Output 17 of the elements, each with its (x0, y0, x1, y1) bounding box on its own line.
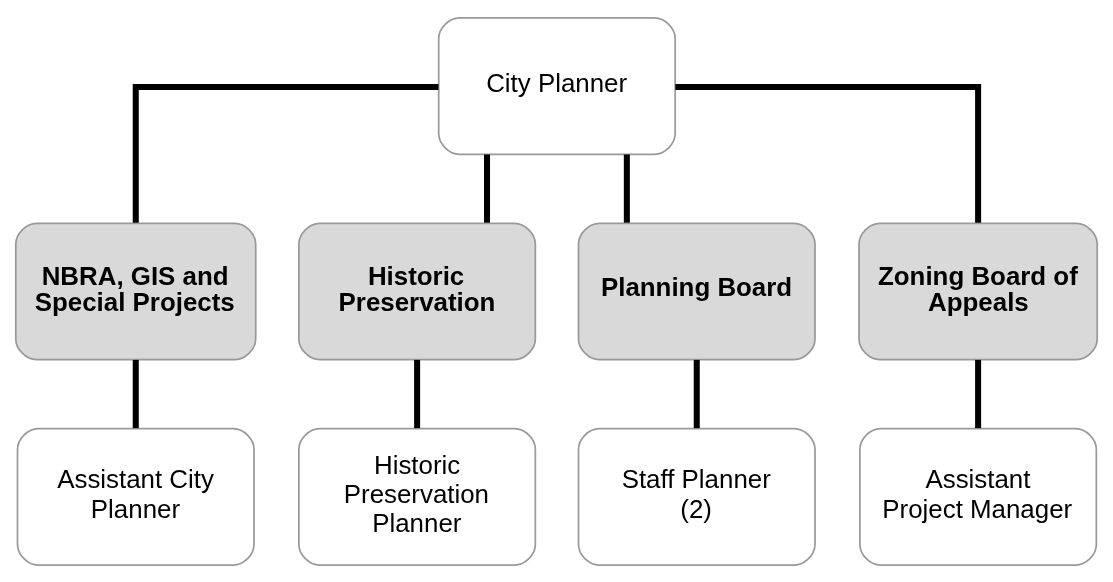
node-box: Historic Preservation Planner (298, 427, 537, 566)
connector (132, 83, 439, 223)
connector (414, 359, 421, 428)
node-box: Historic Preservation (298, 221, 537, 361)
connector (975, 359, 982, 428)
node-box: NBRA, GIS and Special Projects (14, 221, 257, 361)
connector (132, 359, 139, 428)
node-box: Assistant Project Manager (859, 427, 1098, 566)
connector (693, 359, 700, 428)
node-box: Zoning Board of Appeals (858, 221, 1099, 361)
node-box: Assistant City Planner (16, 427, 255, 566)
connector (675, 83, 982, 223)
node-box: City Planner (437, 16, 677, 155)
connector (484, 154, 491, 223)
connector (623, 154, 630, 223)
node-box: Staff Planner (2) (577, 427, 816, 566)
node-box: Planning Board (577, 221, 816, 361)
